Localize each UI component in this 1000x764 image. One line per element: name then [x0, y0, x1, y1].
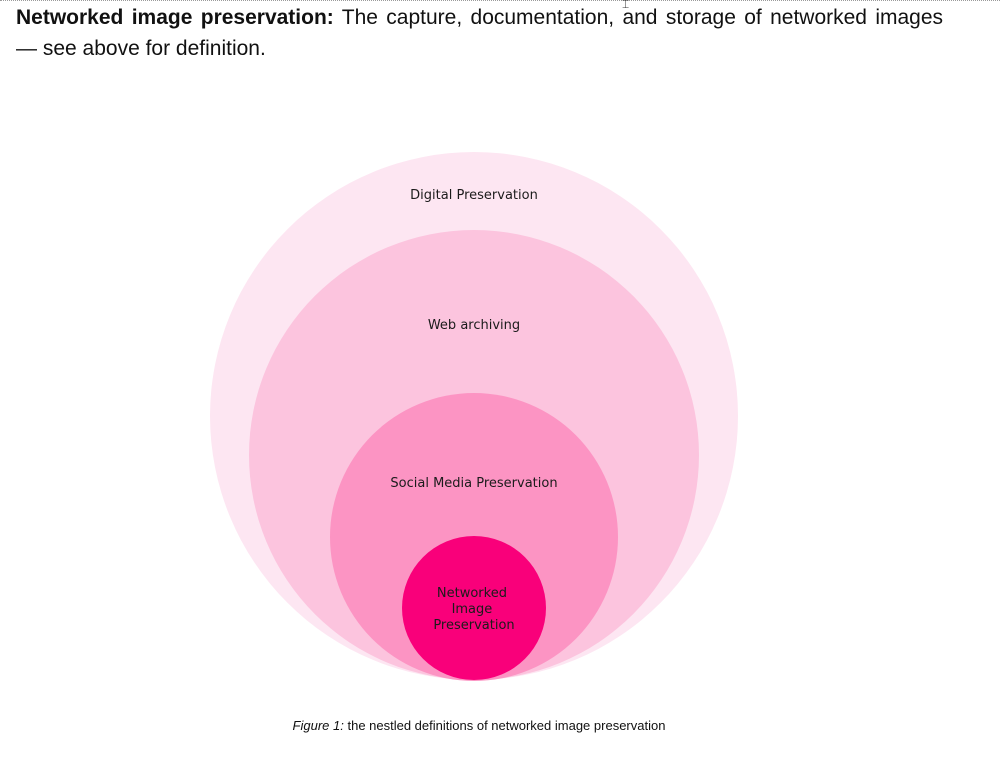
figure-caption: Figure 1: the nestled definitions of net… — [0, 718, 958, 733]
label-social-media-preservation: Social Media Preservation — [390, 476, 557, 491]
label-digital-preservation: Digital Preservation — [410, 188, 538, 203]
figure-caption-label: Figure 1: — [292, 718, 344, 733]
label-networked-image-preservation: Networked Image Preservation — [433, 586, 514, 633]
definition-text: The capture, documentation, and storage … — [16, 6, 944, 60]
label-line-preservation: Preservation — [433, 618, 514, 633]
page-top-divider — [0, 0, 1000, 1]
definition-term: Networked image preservation: — [16, 6, 334, 29]
label-line-networked: Networked — [437, 586, 507, 601]
text-cursor-icon: ⌶ — [622, 0, 630, 11]
circle-networked-image-preservation — [402, 536, 546, 680]
definition-paragraph: Networked image preservation: The captur… — [16, 2, 943, 64]
figure-caption-text: the nestled definitions of networked ima… — [343, 718, 666, 733]
label-line-image: Image — [452, 602, 493, 617]
label-web-archiving: Web archiving — [428, 318, 520, 333]
